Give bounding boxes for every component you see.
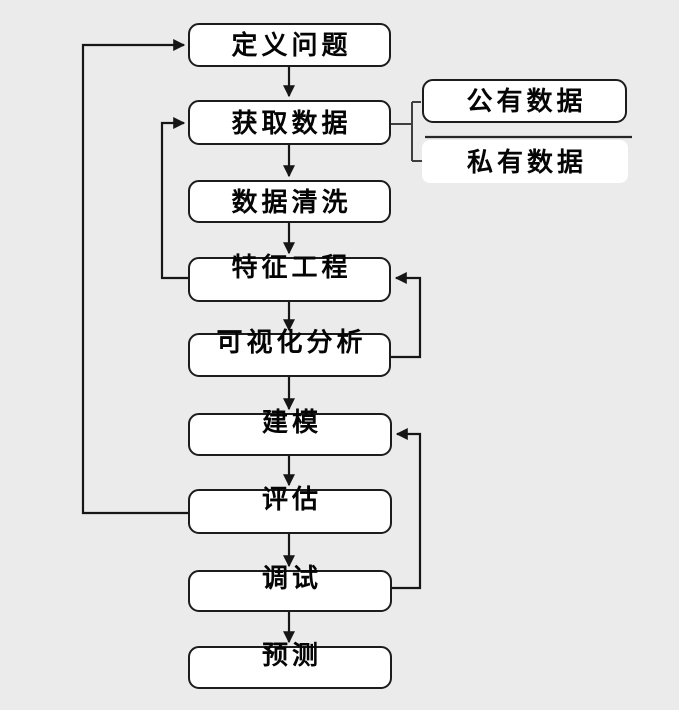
edge-acquire-to-data-sources-branch — [391, 101, 422, 162]
node-acquire-data-label: 获取数据 — [231, 107, 352, 138]
node-visual-analysis-label: 可视化分析 — [216, 327, 367, 357]
node-acquire-data: 获取数据 — [188, 100, 391, 145]
node-data-cleaning: 数据清洗 — [188, 180, 391, 223]
node-modeling: 建模 — [188, 409, 392, 456]
node-private-data-label: 私有数据 — [466, 146, 587, 177]
node-define-problem: 定义问题 — [188, 23, 391, 67]
node-prediction: 预测 — [188, 642, 392, 689]
node-debugging: 调试 — [188, 565, 392, 612]
edge-feature-to-acquire-feedback — [160, 117, 188, 280]
node-evaluation: 评估 — [188, 483, 392, 534]
node-evaluation-label: 评估 — [261, 483, 322, 514]
node-modeling-label: 建模 — [261, 406, 322, 437]
node-feature-engineering-label: 特征工程 — [231, 251, 352, 282]
node-public-data-label: 公有数据 — [466, 86, 587, 116]
node-private-data: 私有数据 — [422, 140, 628, 183]
edge-visual-to-feature-feedback — [391, 272, 422, 359]
node-feature-engineering: 特征工程 — [188, 251, 391, 302]
node-debugging-label: 调试 — [261, 563, 322, 593]
node-public-data: 公有数据 — [422, 79, 627, 123]
node-prediction-label: 预测 — [261, 639, 322, 670]
edge-evaluation-to-define-feedback — [81, 39, 189, 515]
edge-debugging-to-modeling-feedback — [392, 428, 422, 590]
node-data-cleaning-label: 数据清洗 — [231, 186, 352, 217]
node-define-problem-label: 定义问题 — [231, 30, 352, 60]
node-visual-analysis: 可视化分析 — [188, 329, 391, 377]
